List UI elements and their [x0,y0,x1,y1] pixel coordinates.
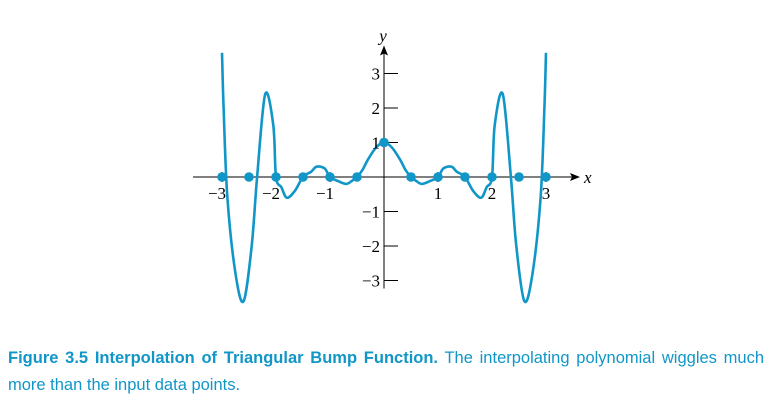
x-tick-label: −3 [208,184,226,203]
data-point [460,172,470,182]
data-point [244,172,254,182]
data-point [406,172,416,182]
x-tick-label: −1 [316,184,334,203]
y-tick-label: −2 [362,237,380,256]
data-point [325,172,335,182]
data-point [271,172,281,182]
y-axis-arrow [380,45,388,56]
data-point [541,172,551,182]
chart-svg: −3 −2 −1 1 2 3 3 2 1 −1 −2 −3 y x [193,27,592,304]
figure-caption: Figure 3.5 Interpolation of Triangular B… [8,345,764,399]
y-axis-label: y [377,27,387,46]
x-tick-label: −2 [262,184,280,203]
data-point [217,172,227,182]
data-point [487,172,497,182]
x-tick-label: 2 [488,184,497,203]
data-point [352,172,362,182]
x-tick-label: 1 [434,184,443,203]
x-tick-label: 3 [542,184,551,203]
figure-chart: −3 −2 −1 1 2 3 3 2 1 −1 −2 −3 y x [193,27,592,304]
data-point [433,172,443,182]
caption-text: The interpolating polynomial wiggles muc… [8,349,765,394]
y-tick-label: −3 [362,272,380,291]
data-point [514,172,524,182]
y-tick-label: 2 [372,99,381,118]
x-axis-label: x [583,168,592,187]
caption-label: Figure 3.5 Interpolation of Triangular B… [8,349,439,367]
x-axis-arrow [570,173,580,181]
label-layer: −3 −2 −1 1 2 3 3 2 1 −1 −2 −3 y x [208,27,592,291]
data-point [298,172,308,182]
y-tick-label: 1 [372,134,381,153]
data-point [379,137,389,148]
y-tick-label: 3 [372,65,381,84]
y-tick-label: −1 [362,203,380,222]
points-layer [217,137,551,182]
